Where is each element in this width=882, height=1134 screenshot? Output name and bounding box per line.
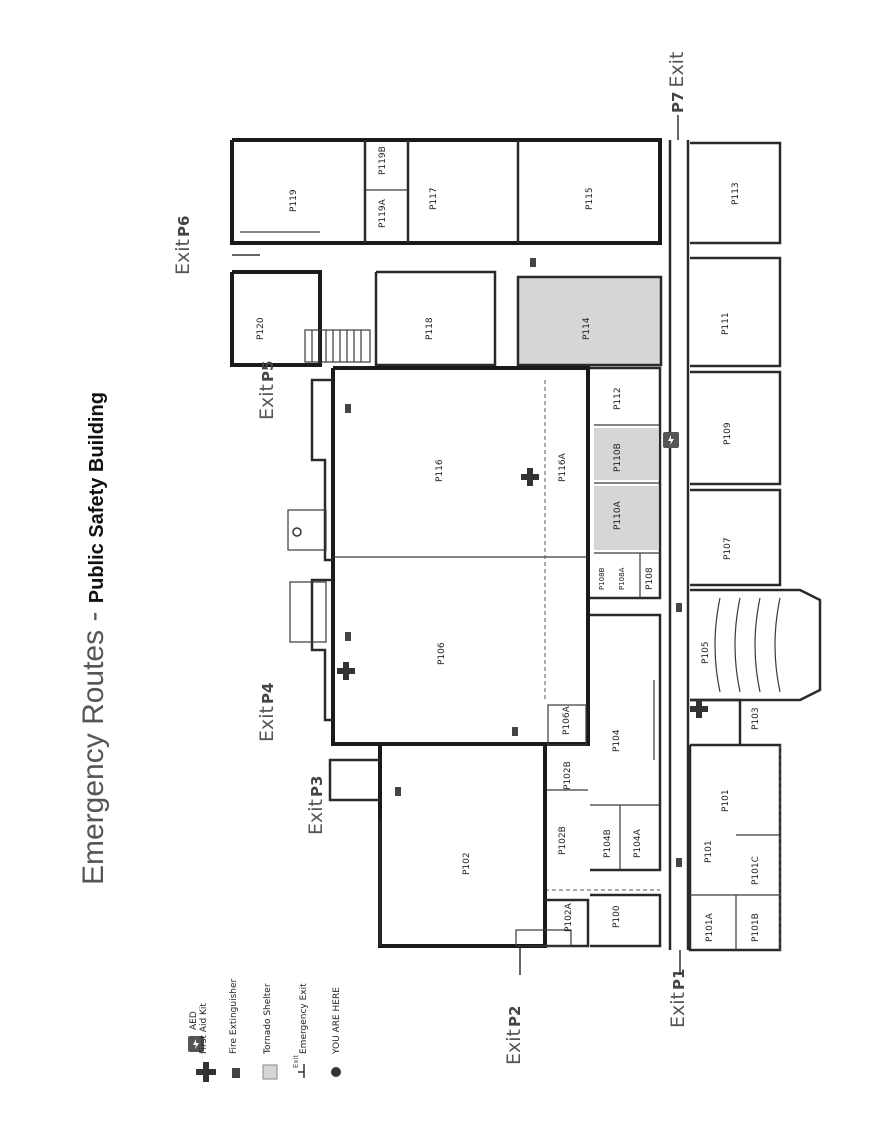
legend-label: Emergency Exit [299,983,309,1054]
fire-extinguisher-icon [530,258,536,267]
svg-text:ExitP5: ExitP5 [256,361,278,420]
room-label: P103 [751,707,761,730]
cross-icon [690,700,708,718]
room-label: P110A [613,500,623,530]
title-main: Emergency Routes - [77,603,110,885]
room-label: P119B [378,146,388,175]
exit-p3: ExitP3 [305,776,327,835]
exit-p5: ExitP5 [256,361,278,420]
svg-text:ExitP4: ExitP4 [256,683,278,742]
room-label: P102B [563,761,573,790]
exit-p6: ExitP6 [172,216,194,275]
tornado-shelter-p110b [594,428,658,480]
exit-labels: ExitP1 ExitP2 ExitP3 ExitP4 ExitP5 ExitP… [172,52,689,1065]
room-label: P104B [603,829,613,858]
room-label: P101B [751,913,761,942]
room-label: P100 [612,905,622,928]
map-title: Emergency Routes - Public Safety Buildin… [77,392,110,885]
legend-label: YOU ARE HERE [332,987,342,1055]
room-label: P116 [435,459,445,482]
room-label: P110B [613,443,623,472]
legend-first-aid: First Aid Kit [196,1003,216,1082]
gray-square-icon [262,1064,278,1080]
room-label: P120 [256,317,266,340]
room-label: P108B [598,567,606,590]
room-label: P102A [564,902,574,932]
legend-aed: AED [188,1011,204,1052]
room-label: P114 [582,317,592,340]
room-label: P109 [723,422,733,445]
exit-p7: P7Exit [666,52,688,113]
room-label: P111 [721,312,731,335]
title-building: Public Safety Building [86,392,108,603]
dot-icon [331,1067,341,1077]
room-label: P105 [701,641,711,664]
dot-icon [292,527,302,537]
room-label: P101 [721,789,731,812]
fire-extinguisher-icon [232,1068,240,1078]
room-label: P119 [289,189,299,212]
room-label: P116A [558,452,568,482]
room-label: P104 [612,729,622,752]
room-label: P101 [704,840,714,863]
room-label: P117 [429,187,439,210]
legend-label: Fire Extinguisher [229,978,239,1054]
svg-text:ExitP1: ExitP1 [667,969,689,1028]
room-label: P102 [462,852,472,875]
fire-extinguisher-icon [676,603,682,612]
fire-extinguisher-icon [345,632,351,641]
room-label: P104A [633,828,643,858]
legend-tornado-shelter: Tornado Shelter [262,983,278,1080]
exit-p1: ExitP1 [667,969,689,1028]
aed-icon [663,432,679,448]
room-label: P115 [585,187,595,210]
legend-label: AED [189,1011,199,1030]
cross-icon [337,662,355,680]
cross-icon [521,468,539,486]
tornado-shelter-p110a [594,486,658,550]
building-walls [230,138,822,952]
svg-text:ExitP6: ExitP6 [172,216,194,275]
legend-label: First Aid Kit [199,1003,209,1054]
room-label: P108 [645,567,655,590]
legend-emergency-exit: Exit Emergency Exit [292,983,309,1078]
svg-text:P7Exit: P7Exit [666,52,688,113]
exit-icon-text: Exit [292,1054,300,1068]
fire-extinguisher-icon [395,787,401,796]
room-label: P102B [558,826,568,855]
svg-text:ExitP3: ExitP3 [305,776,327,835]
map-symbols [292,258,708,867]
room-label: P107 [723,537,733,560]
room-label: P106A [562,705,572,735]
legend-fire-extinguisher: Fire Extinguisher [229,978,240,1078]
exit-p2: ExitP2 [503,1006,525,1065]
exit-arrow-icon [298,1064,305,1078]
room-label: P106 [437,642,447,665]
room-label: P119A [378,198,388,228]
fire-extinguisher-icon [345,404,351,413]
legend: AED First Aid Kit Fire Extinguisher Torn… [188,978,342,1082]
room-label: P118 [425,317,435,340]
room-label: P101C [751,856,761,885]
room-label: P108A [618,567,626,590]
svg-text:ExitP2: ExitP2 [503,1006,525,1065]
room-labels: P119 P119B P119A P117 P115 P113 P120 P11… [256,146,761,942]
cross-icon [196,1062,216,1082]
room-label: P112 [613,387,623,410]
tornado-shelter-p114 [518,277,661,365]
fire-extinguisher-icon [676,858,682,867]
room-label: P113 [731,182,741,205]
room-label: P101A [705,912,715,942]
svg-text:Emergency Routes - Public Safe: Emergency Routes - Public Safety Buildin… [77,392,110,885]
exit-p4: ExitP4 [256,683,278,742]
legend-label: Tornado Shelter [263,983,273,1055]
fire-extinguisher-icon [512,727,518,736]
legend-you-are-here: YOU ARE HERE [331,987,342,1077]
